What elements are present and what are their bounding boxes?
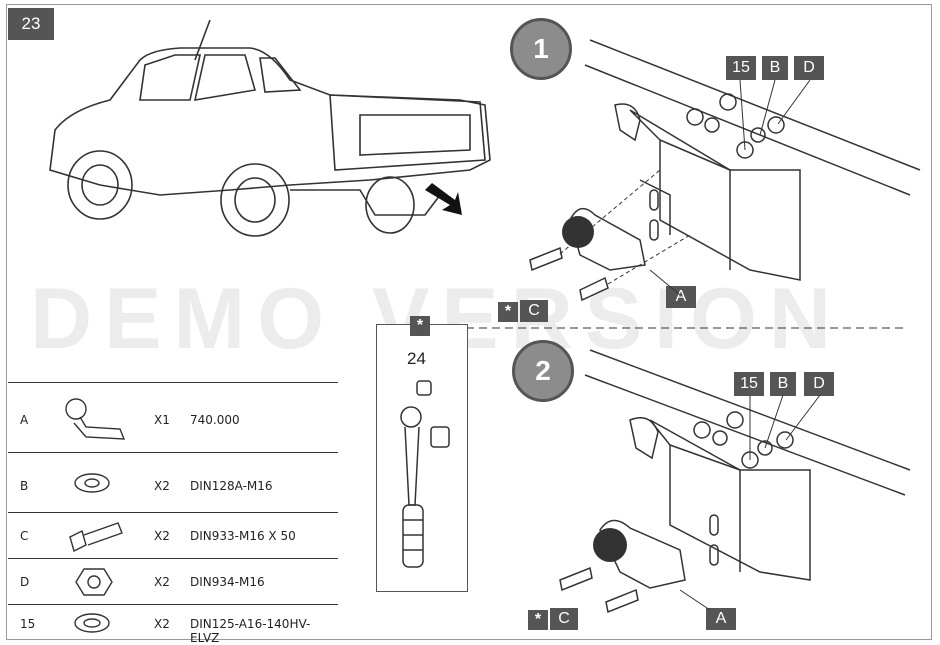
step-2-bolt-c: C (550, 608, 578, 630)
table-row: B X2 DIN128A-M16 (8, 452, 338, 513)
part-desc: DIN933-M16 X 50 (190, 529, 296, 543)
step-1-label-b: B (762, 56, 788, 80)
truck-illustration (49, 19, 491, 237)
step-1-bolt-c: C (520, 300, 548, 322)
table-row: D X2 DIN934-M16 (8, 558, 338, 605)
part-qty: X2 (154, 617, 170, 631)
part-desc: 740.000 (190, 413, 240, 427)
part-qty: X2 (154, 479, 170, 493)
step-1-drawing (529, 39, 921, 302)
part-desc: DIN128A-M16 (190, 479, 273, 493)
socket-size: 24 (407, 349, 426, 368)
table-row: 15 X2 DIN125-A16-140HV- ELVZ (8, 604, 338, 645)
step-1-star: * (498, 302, 518, 322)
part-qty: X2 (154, 575, 170, 589)
step-1-label-15: 15 (726, 56, 756, 80)
part-id: D (20, 575, 30, 589)
step-divider (466, 327, 906, 329)
tool-panel: 24 (376, 324, 468, 592)
table-row: C X2 DIN933-M16 X 50 (8, 512, 338, 559)
socket-wrench-icon (400, 380, 450, 568)
bolt-icon (69, 522, 123, 553)
step-2-label-15: 15 (734, 372, 764, 396)
step-2-part-a: A (706, 608, 736, 630)
page-frame (6, 4, 932, 640)
part-id: B (20, 479, 29, 493)
towball-icon (65, 398, 126, 440)
part-id: C (20, 529, 29, 543)
part-id: 15 (20, 617, 36, 631)
step-1-part-a: A (666, 286, 696, 308)
step-2-label-b: B (770, 372, 796, 396)
part-qty: X2 (154, 529, 170, 543)
table-row: A X1 740.000 (8, 382, 338, 453)
part-desc: DIN125-A16-140HV- ELVZ (190, 617, 311, 645)
part-id: A (20, 413, 29, 427)
step-2-drawing (559, 349, 911, 614)
step-2-label-d: D (804, 372, 834, 396)
tool-star: * (410, 316, 430, 336)
nut-icon (75, 568, 113, 596)
step-1-number: 1 (510, 18, 572, 80)
part-qty: X1 (154, 413, 170, 427)
part-desc: DIN934-M16 (190, 575, 265, 589)
page-number: 23 (8, 8, 54, 40)
washer-icon (74, 473, 110, 493)
step-2-star: * (528, 610, 548, 630)
step-1-label-d: D (794, 56, 824, 80)
step-2-number: 2 (512, 340, 574, 402)
flat-washer-icon (74, 613, 110, 633)
